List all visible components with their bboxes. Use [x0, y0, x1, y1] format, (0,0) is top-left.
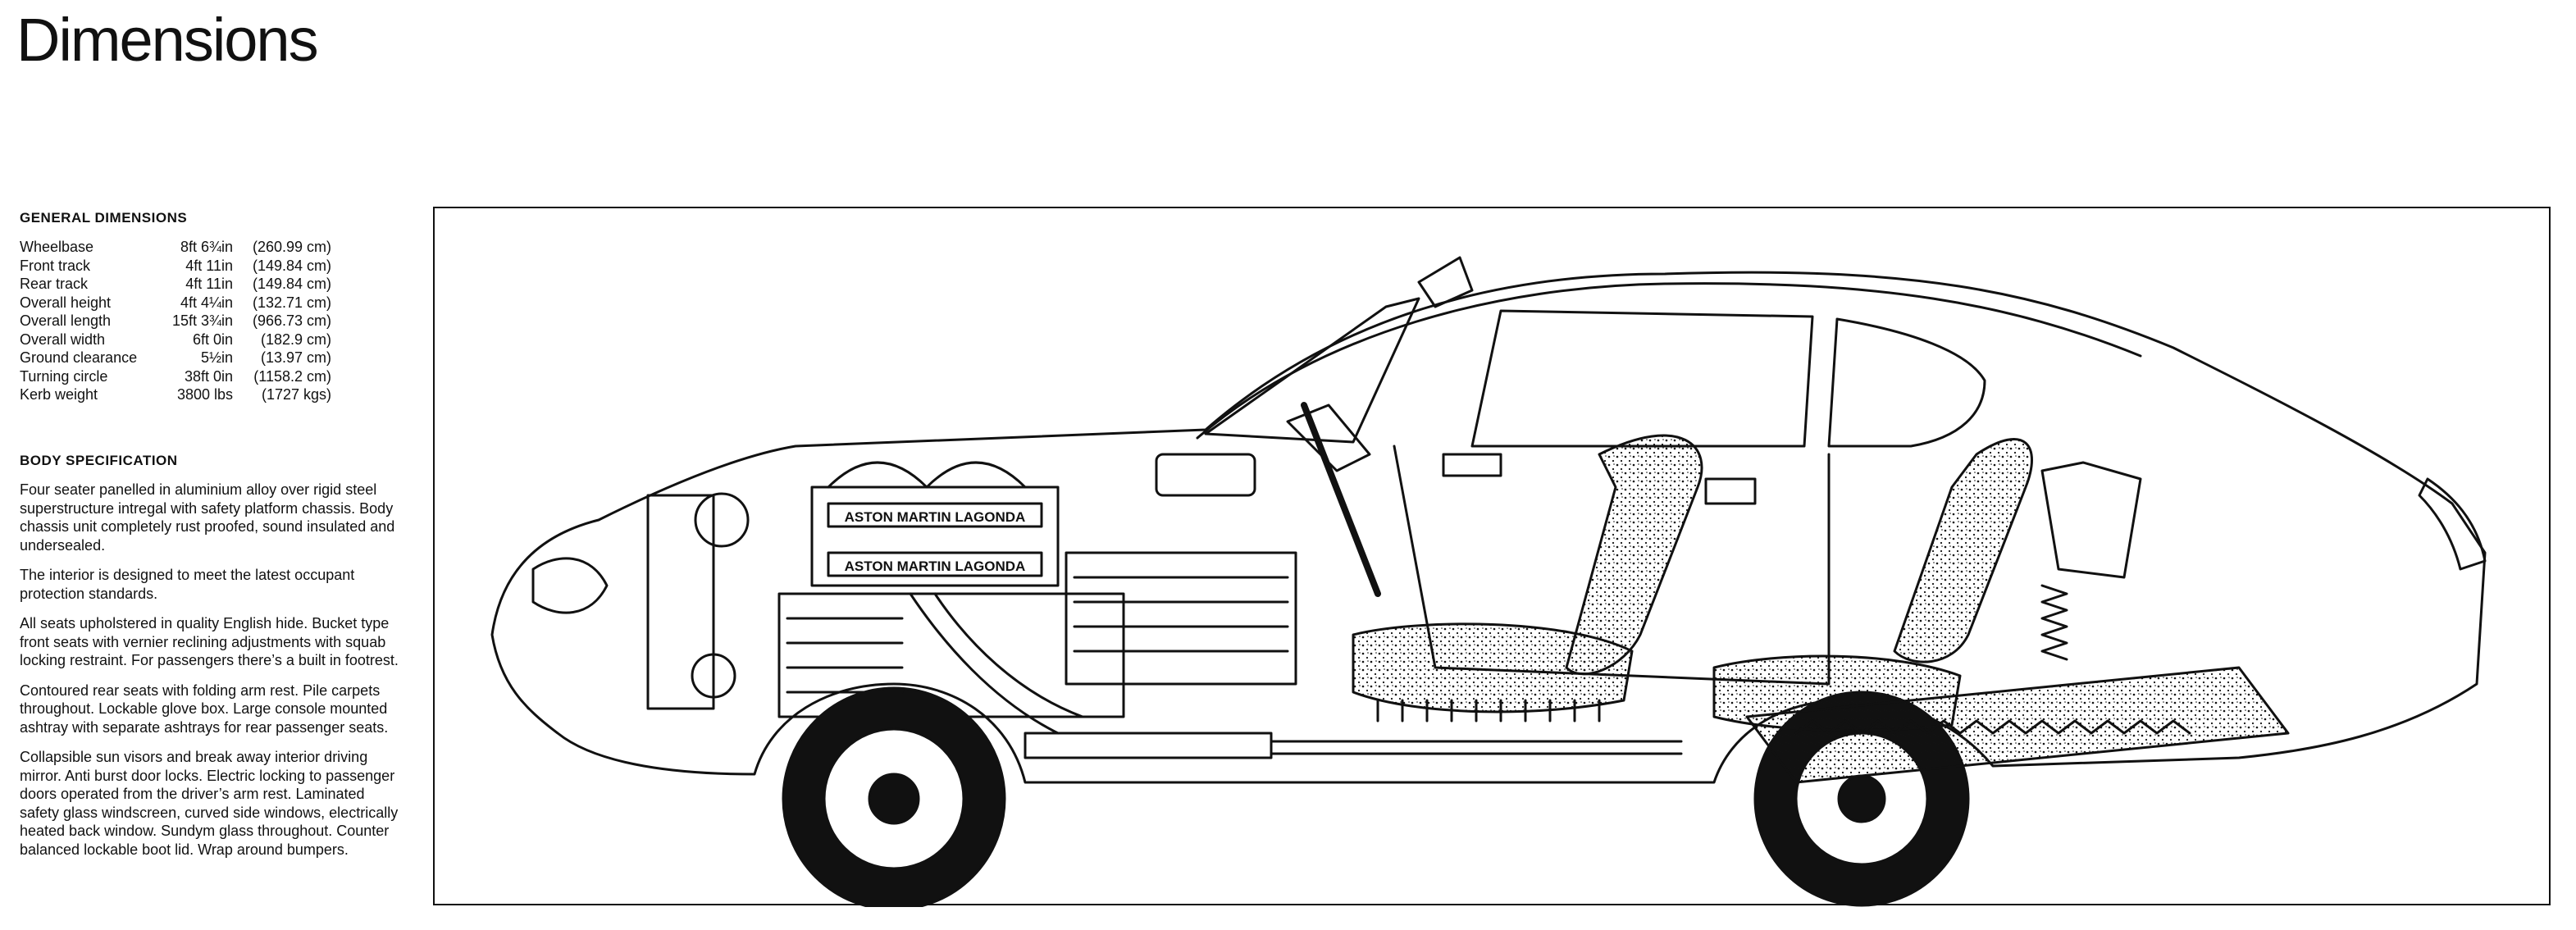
roof-line	[1196, 282, 2142, 440]
door-mirror	[1417, 256, 1474, 308]
dimension-metric: (132.71 cm)	[252, 294, 331, 311]
dimension-imperial: 6ft 0in	[192, 331, 233, 348]
dimension-metric: (966.73 cm)	[252, 312, 331, 329]
dimension-imperial: 38ft 0in	[184, 367, 233, 385]
dimension-label: Overall height	[20, 294, 112, 311]
dimension-label: Ground clearance	[20, 349, 138, 366]
rear-light	[2418, 477, 2487, 571]
dimension-imperial: 3800 lbs	[176, 386, 233, 403]
steering-wheel	[1286, 403, 1371, 472]
car-cutaway-drawing: ASTON MARTIN LAGONDA ASTON MARTIN LAGOND…	[490, 256, 2487, 907]
dimensions-table: Wheelbase 8ft 6¾in (260.99 cm) Front tra…	[20, 238, 331, 404]
dimension-label: Turning circle	[20, 367, 108, 385]
door-vent	[1442, 453, 1502, 477]
radiator	[531, 492, 750, 710]
engine-label-front: ASTON MARTIN LAGONDA	[845, 558, 1026, 574]
dimension-label: Wheelbase	[20, 239, 94, 255]
front-seat	[1352, 434, 1703, 723]
dimension-imperial: 4ft 4¼in	[180, 294, 233, 311]
spec-paragraph: All seats upholstered in quality English…	[20, 615, 399, 668]
rear-side-window	[1827, 317, 1986, 448]
dimension-metric: (1727 kgs)	[261, 386, 331, 403]
table-row: Turning circle 38ft 0in (1158.2 cm)	[20, 367, 331, 386]
door-line	[1393, 444, 1831, 686]
dimension-metric: (149.84 cm)	[252, 257, 331, 274]
table-row: Front track 4ft 11in (149.84 cm)	[20, 257, 331, 276]
exhaust	[1024, 666, 2290, 784]
dimension-imperial: 4ft 11in	[185, 257, 233, 274]
body-specification-section: BODY SPECIFICATION Four seater panelled …	[20, 453, 405, 870]
front-wheel	[782, 686, 1006, 907]
table-row: Overall length 15ft 3¾in (966.73 cm)	[20, 312, 331, 331]
table-row: Ground clearance 5½in (13.97 cm)	[20, 349, 331, 367]
spec-paragraph: Four seater panelled in aluminium alloy …	[20, 481, 395, 554]
rear-seat	[1712, 438, 2033, 732]
car-body-outline	[490, 271, 2487, 784]
table-row: Rear track 4ft 11in (149.84 cm)	[20, 275, 331, 294]
dimension-metric: (149.84 cm)	[252, 276, 331, 292]
dimension-metric: (1158.2 cm)	[253, 367, 331, 385]
dimension-label: Overall width	[20, 331, 106, 348]
general-dimensions-heading: GENERAL DIMENSIONS	[20, 210, 188, 226]
spec-paragraph: Collapsible sun visors and break away in…	[20, 749, 399, 858]
dimension-imperial: 5½in	[200, 349, 233, 366]
dimension-label: Kerb weight	[20, 386, 98, 403]
dimension-imperial: 4ft 11in	[185, 276, 233, 292]
table-row: Wheelbase 8ft 6¾in (260.99 cm)	[20, 238, 331, 257]
dimension-metric: (260.99 cm)	[252, 239, 331, 255]
dimension-metric: (182.9 cm)	[260, 331, 331, 348]
dimension-imperial: 15ft 3¾in	[171, 312, 233, 329]
rear-spring	[2040, 584, 2068, 661]
dimension-imperial: 8ft 6¾in	[180, 239, 233, 255]
cutaway-illustration-frame: ASTON MARTIN LAGONDA ASTON MARTIN LAGOND…	[433, 207, 2551, 907]
front-side-window	[1470, 309, 1814, 448]
door-handle	[1704, 477, 1757, 505]
table-row: Overall height 4ft 4¼in (132.71 cm)	[20, 294, 331, 312]
general-dimensions-section: GENERAL DIMENSIONS Wheelbase 8ft 6¾in (2…	[20, 210, 413, 404]
dimension-label: Overall length	[20, 312, 112, 329]
page-title: Dimensions	[16, 6, 319, 74]
dimension-metric: (13.97 cm)	[260, 349, 331, 366]
table-row: Kerb weight 3800 lbs (1727 kgs)	[20, 385, 331, 404]
rear-window-box	[2040, 461, 2142, 579]
spec-paragraph: Contoured rear seats with folding arm re…	[20, 682, 389, 736]
table-row: Overall width 6ft 0in (182.9 cm)	[20, 331, 331, 349]
dimension-label: Rear track	[20, 276, 89, 292]
body-specification-heading: BODY SPECIFICATION	[20, 453, 178, 468]
steering-column	[1301, 402, 1381, 597]
spec-paragraph: The interior is designed to meet the lat…	[20, 567, 355, 602]
engine-block: ASTON MARTIN LAGONDA ASTON MARTIN LAGOND…	[777, 461, 1125, 735]
transmission	[1065, 453, 1297, 686]
engine-label-top: ASTON MARTIN LAGONDA	[845, 509, 1026, 525]
dimension-label: Front track	[20, 257, 91, 274]
